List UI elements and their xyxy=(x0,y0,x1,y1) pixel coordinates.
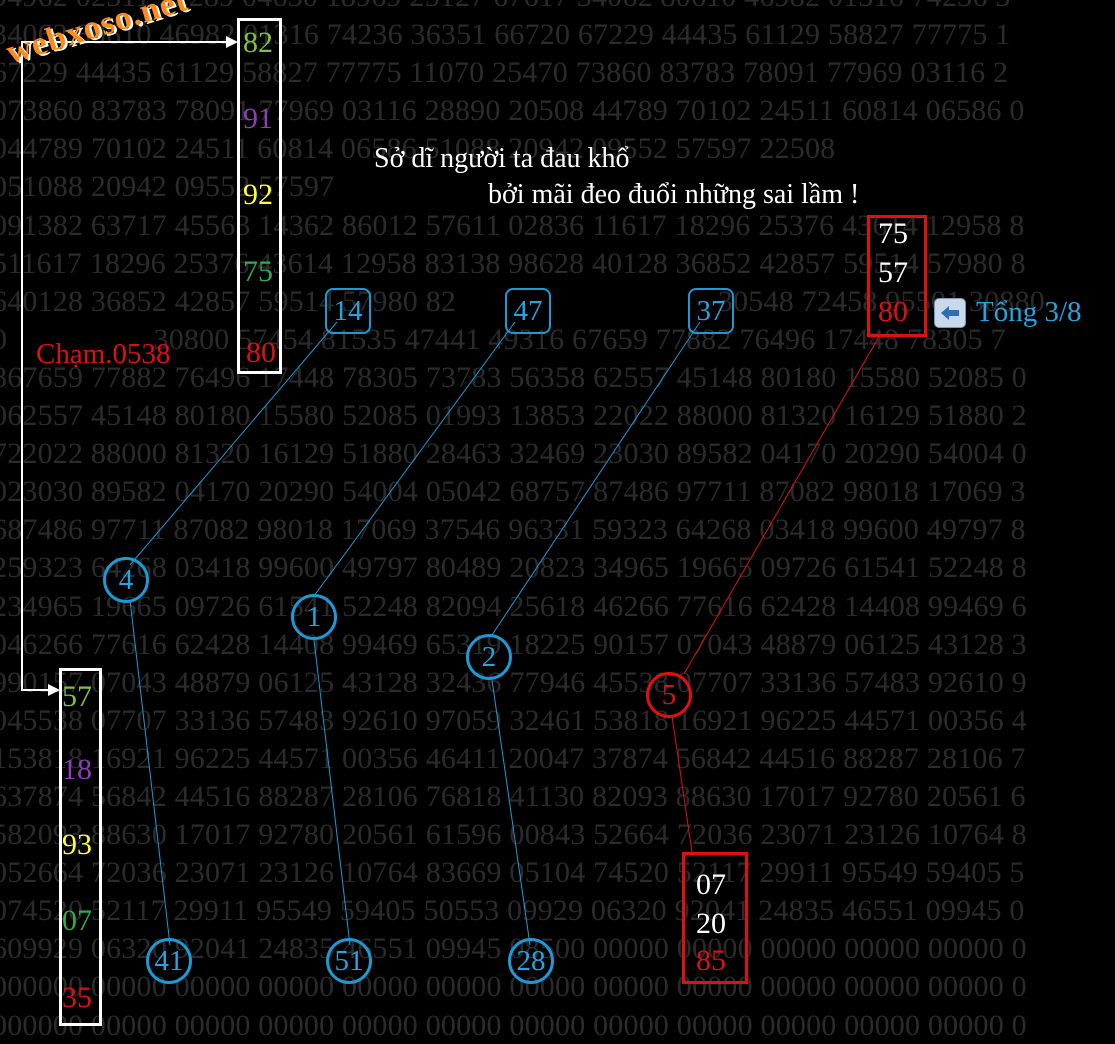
background-row: 044789 70102 24511 60814 06586 51088 209… xyxy=(0,132,836,166)
left-bottom-column-box xyxy=(59,668,102,1026)
left-top-value-4: 75 xyxy=(243,255,273,288)
background-row: 640128 36852 42857 59514 57980 82 30548 … xyxy=(0,284,1045,318)
circle-2: 2 xyxy=(466,634,512,680)
link-37-2 xyxy=(491,321,701,636)
link-47-1 xyxy=(313,321,516,597)
cham-label: Chạm.0538 xyxy=(36,338,171,370)
left-top-value-3: 92 xyxy=(243,178,273,211)
left-top-column-box xyxy=(237,18,282,374)
circle-51: 51 xyxy=(326,938,372,984)
left-bottom-value-1: 57 xyxy=(62,680,92,713)
bottom-right-value-2: 20 xyxy=(696,907,726,940)
bottom-right-value-3: 85 xyxy=(696,944,726,977)
left-top-value-2: 91 xyxy=(243,102,273,135)
arrowhead-bottom-icon xyxy=(48,684,60,696)
background-row: 074520 52117 29911 95549 59405 50553 099… xyxy=(0,894,1025,928)
link-80-5 xyxy=(683,334,881,675)
background-row: 091382 63717 45563 14362 86012 57611 028… xyxy=(0,208,1025,242)
background-row: 062557 45148 80180 15580 52085 01993 138… xyxy=(0,399,1027,433)
link-5-box xyxy=(671,715,693,853)
link-4-41 xyxy=(129,599,171,946)
blue-square-14: 14 xyxy=(325,288,371,334)
route-line-top xyxy=(21,41,228,691)
background-row: 000000 00000 00000 00000 00000 00000 000… xyxy=(0,1008,1027,1042)
left-arrow-icon[interactable] xyxy=(934,298,966,328)
left-top-value-5: 80 xyxy=(246,336,276,369)
arrowhead-top-icon xyxy=(226,36,238,48)
quote-line-1: Sở dĩ người ta đau khổ xyxy=(374,143,630,174)
circle-1: 1 xyxy=(291,594,337,640)
left-top-value-1: 82 xyxy=(243,26,273,59)
background-row: 637874 56842 44516 88287 28106 76818 411… xyxy=(0,779,1026,813)
red-circle-5: 5 xyxy=(646,672,692,718)
top-right-value-3: 80 xyxy=(878,295,908,328)
background-row: 153818 16921 96225 44571 00356 46411 200… xyxy=(0,741,1026,775)
left-bottom-value-5: 35 xyxy=(62,981,92,1014)
background-row: 687486 97711 87082 98018 17069 37546 963… xyxy=(0,513,1026,547)
background-row: 94962 02511 22289 04630 18969 25127 6761… xyxy=(0,0,1115,16)
background-row: 073860 83783 78091 77969 03116 28890 205… xyxy=(0,94,1025,128)
blue-square-47: 47 xyxy=(505,288,551,334)
bottom-right-red-box xyxy=(682,852,748,984)
left-bottom-value-3: 93 xyxy=(62,828,92,861)
link-1-51 xyxy=(313,639,351,946)
left-arrow-glyph-icon xyxy=(941,306,959,320)
background-row: 511617 18296 25376 43614 12958 83138 986… xyxy=(0,246,1026,280)
top-right-red-box xyxy=(867,215,927,337)
background-row: 722022 88000 81320 16129 51880 28463 324… xyxy=(0,437,1027,471)
background-row: 34062 80610 46982 01316 74236 36351 6672… xyxy=(0,18,1011,52)
background-row: 046266 77616 62428 14408 99469 65319 182… xyxy=(0,627,1027,661)
blue-square-37: 37 xyxy=(688,288,734,334)
background-row: 000000 00000 00000 00000 00000 00000 000… xyxy=(0,970,1027,1004)
top-right-value-1: 75 xyxy=(878,217,908,250)
left-bottom-value-2: 18 xyxy=(62,753,92,786)
quote-line-2: bởi mãi đeo đuổi những sai lầm ! xyxy=(488,179,860,210)
circle-4: 4 xyxy=(103,557,149,603)
top-right-value-2: 57 xyxy=(878,256,908,289)
link-2-28 xyxy=(491,679,531,946)
background-row: 582093 88630 17017 92780 20561 61596 008… xyxy=(0,818,1027,852)
background-row: 052664 72036 23071 23126 10764 83669 051… xyxy=(0,856,1025,890)
left-bottom-value-4: 07 xyxy=(62,904,92,937)
tong-label: Tổng 3/8 xyxy=(976,296,1082,328)
background-row: 0 30800 57454 81535 47441 49316 67659 77… xyxy=(0,322,1006,356)
background-row: 045538 07707 33136 57483 92610 97059 324… xyxy=(0,703,1027,737)
background-row: 023030 89582 04170 20290 54004 05042 687… xyxy=(0,475,1026,509)
circle-28: 28 xyxy=(508,938,554,984)
bottom-right-value-1: 07 xyxy=(696,868,726,901)
link-14-4 xyxy=(129,321,338,566)
circle-41: 41 xyxy=(146,938,192,984)
